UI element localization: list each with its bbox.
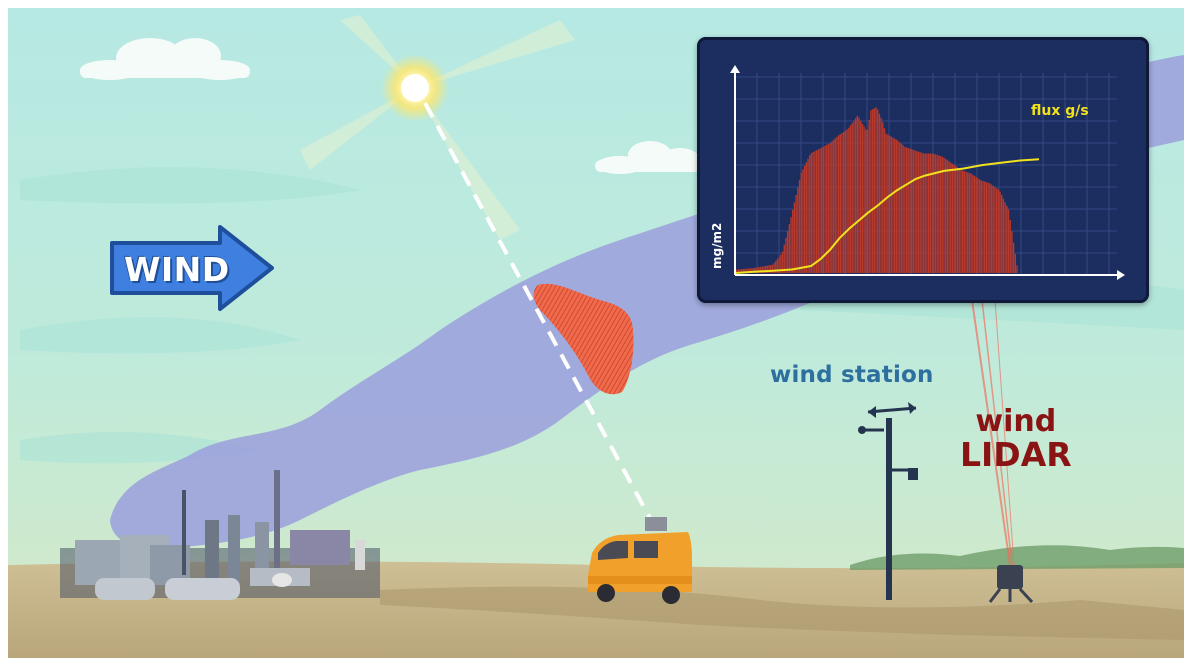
wind-lidar-label: wind LIDAR — [960, 406, 1072, 472]
wind-arrow-icon — [110, 225, 274, 311]
y-axis-arrow-icon — [730, 65, 740, 73]
laser-beam — [423, 102, 654, 523]
hills — [850, 545, 1184, 570]
wind-lidar-line2: LIDAR — [960, 434, 1072, 474]
lidar-device — [988, 565, 1034, 604]
sky-streaks — [20, 167, 1184, 464]
flux-line — [734, 158, 1040, 274]
sun-rays — [300, 15, 575, 240]
lidar-beams — [971, 299, 1015, 566]
cloud-left — [80, 38, 250, 80]
wind-station — [858, 402, 918, 600]
flux-annotation: flux g/s — [1031, 103, 1089, 119]
measured-slice — [533, 283, 634, 395]
chart-axes — [730, 65, 1125, 280]
wind-label: WIND — [124, 250, 230, 289]
chart-bars — [734, 107, 1018, 273]
y-axis-label: mg/m2 — [710, 223, 724, 269]
chart-svg: mg/m2 flux g/s — [710, 65, 1125, 280]
cloud-right — [595, 141, 700, 174]
refinery — [60, 470, 380, 600]
x-axis-arrow-icon — [1117, 270, 1125, 280]
chart-panel: mg/m2 flux g/s — [697, 37, 1149, 303]
ground-shadow — [380, 586, 1184, 640]
wind-lidar-line1: wind — [975, 404, 1057, 439]
wind-station-label: wind station — [770, 362, 934, 388]
sun-core — [401, 74, 429, 102]
van — [588, 517, 692, 604]
